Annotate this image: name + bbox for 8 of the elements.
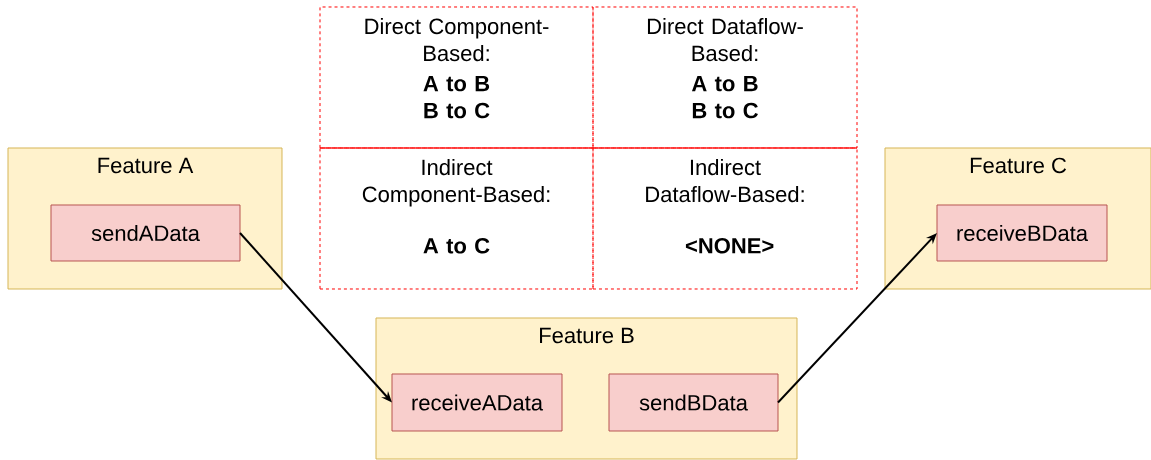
function-box: receiveAData bbox=[391, 373, 563, 432]
table-cell: Indirect Component-Based: A to C bbox=[319, 147, 594, 290]
function-box: receiveBData bbox=[936, 204, 1108, 262]
table-cell: Direct Component-Based: A to B B to C bbox=[319, 6, 594, 149]
table-cell: Direct Dataflow-Based: A to B B to C bbox=[592, 6, 858, 149]
function-box: sendAData bbox=[50, 204, 241, 262]
table-cell: Indirect Dataflow-Based: <NONE> bbox=[592, 147, 858, 290]
function-box: sendBData bbox=[608, 373, 779, 432]
